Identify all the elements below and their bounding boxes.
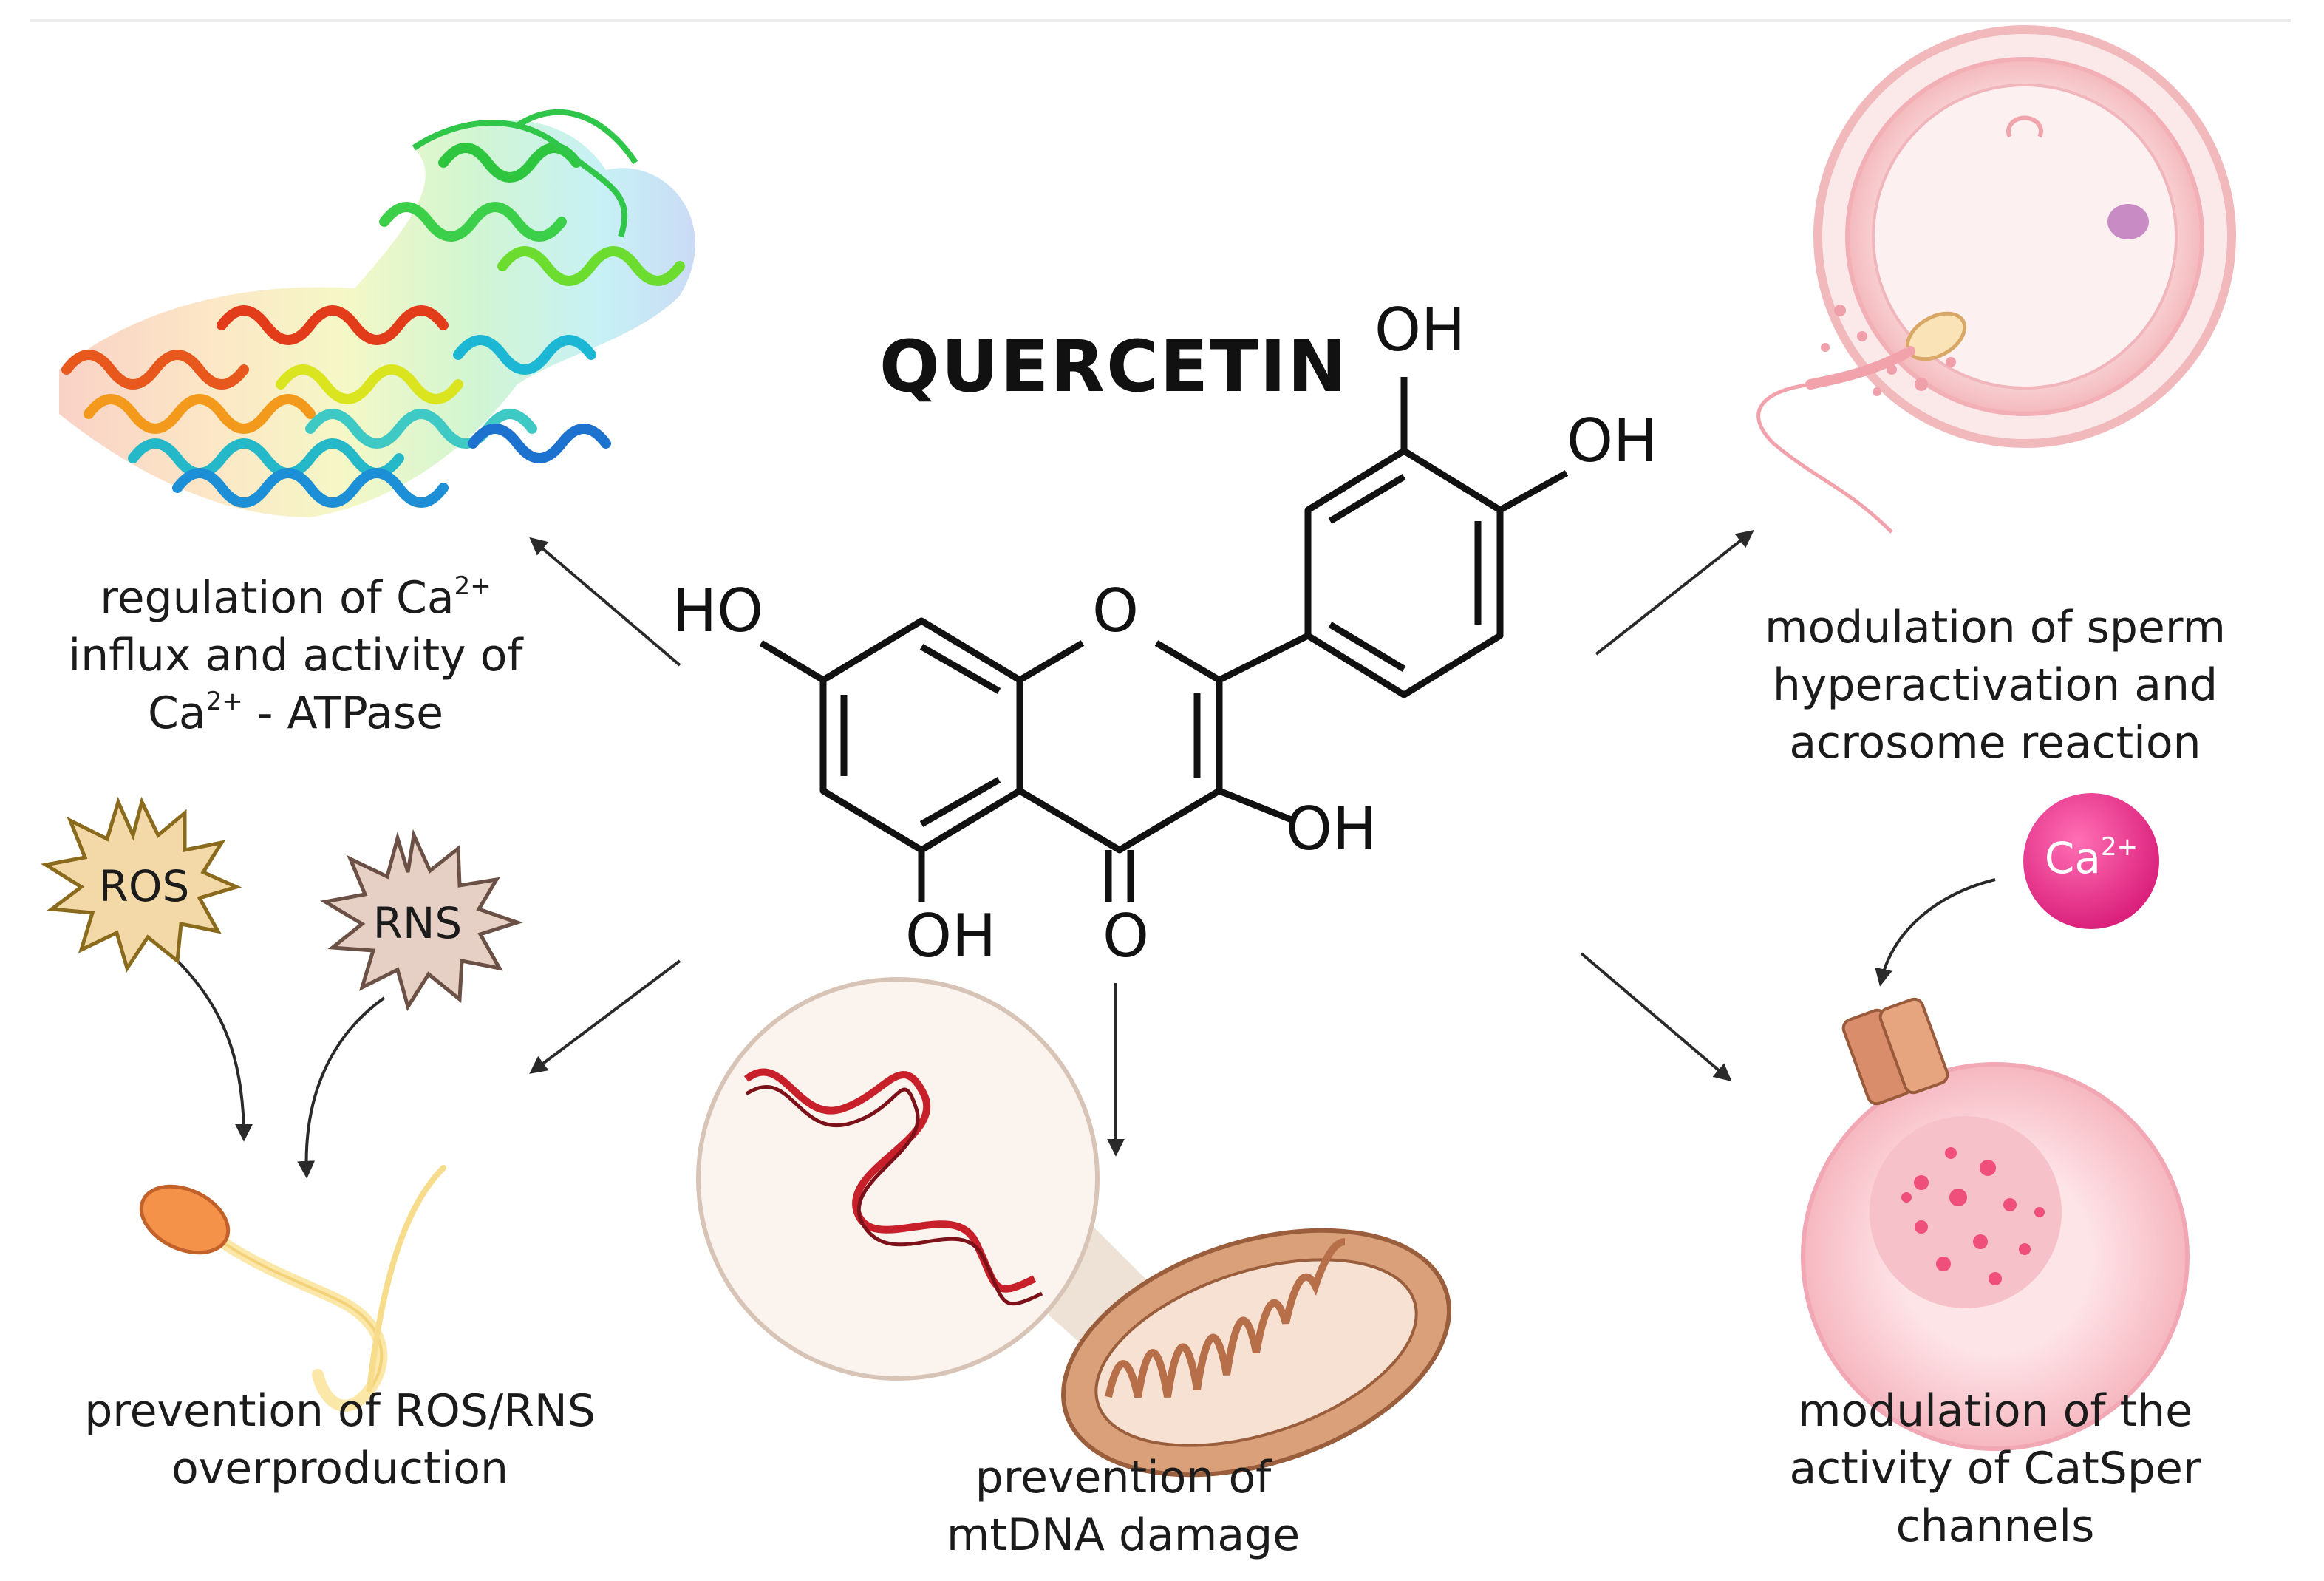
rns-badge-star [320, 829, 523, 1012]
arrow-ros-to-sperm [176, 959, 253, 1142]
ca-ion-circle [2023, 793, 2159, 929]
arrows [176, 530, 1996, 1179]
catsper-modulation-line1: modulation of the [1797, 1385, 2193, 1437]
catsper-cell-illustration [1801, 997, 2190, 1451]
ca-regulation-line3a: Ca [147, 687, 206, 739]
mtdna-prevention-line1: prevention of [975, 1452, 1272, 1503]
atom-carbonyl-o: O [1103, 902, 1149, 970]
ca-ion-sup: 2+ [2100, 832, 2139, 862]
ros-prevention-line2: overproduction [171, 1443, 508, 1495]
label-ca-regulation: regulation of Ca2+ influx and activity o… [59, 569, 532, 742]
ca-ion-label: Ca2+ [2025, 829, 2158, 887]
page-title: QUERCETIN [879, 325, 1349, 408]
sperm-modulation-line3: acrosome reaction [1789, 717, 2201, 769]
sperm-illustration [139, 1165, 446, 1412]
label-mtdna-prevention: prevention of mtDNA damage [909, 1449, 1338, 1564]
arrow-to-sperm-modulation [1595, 530, 1754, 656]
arrow-to-ros-prevention [529, 959, 681, 1074]
ca-regulation-line2: influx and activity of [68, 630, 523, 681]
quercetin-molecule [759, 377, 1569, 902]
atom-oh-right: OH [1567, 407, 1658, 475]
arrow-rns-to-sperm [297, 996, 386, 1179]
label-sperm-modulation: modulation of sperm hyperactivation and … [1737, 599, 2254, 772]
rns-badge-label: RNS [372, 898, 463, 948]
atom-oh-top: OH [1374, 296, 1466, 364]
sperm-modulation-line2: hyperactivation and [1772, 659, 2218, 711]
ros-badge-star [41, 796, 242, 973]
egg-sperm-illustration [1756, 25, 2236, 534]
mtdna-illustration [696, 977, 1451, 1478]
atom-ho-left: HO [672, 577, 764, 645]
mtdna-prevention-line2: mtDNA damage [946, 1509, 1301, 1561]
atom-oh-3: OH [1286, 795, 1377, 863]
arrow-to-catsper-modulation [1580, 952, 1732, 1082]
ros-prevention-line1: prevention of ROS/RNS [84, 1385, 596, 1437]
ros-badge-label: ROS [98, 861, 190, 911]
ca-regulation-sup2: 2+ [205, 687, 243, 716]
atom-ring-o: O [1092, 577, 1139, 645]
sperm-modulation-line1: modulation of sperm [1765, 602, 2226, 653]
atom-oh-5: OH [905, 902, 997, 970]
label-ros-prevention: prevention of ROS/RNS overproduction [67, 1382, 613, 1497]
arrow-to-ca-regulation [529, 537, 681, 667]
ca-ion-base: Ca [2044, 833, 2101, 883]
arrow-ca-to-channel [1875, 878, 1996, 987]
label-catsper-modulation: modulation of the activity of CatSper ch… [1759, 1382, 2232, 1555]
ca-regulation-line3b: - ATPase [242, 687, 444, 739]
catsper-modulation-line3: channels [1895, 1500, 2095, 1552]
catsper-modulation-line2: activity of CatSper [1789, 1443, 2201, 1495]
ca-regulation-sup1: 2+ [454, 571, 491, 601]
protein-structure-illustration [59, 109, 695, 517]
ca-regulation-line1: regulation of Ca [100, 572, 454, 624]
